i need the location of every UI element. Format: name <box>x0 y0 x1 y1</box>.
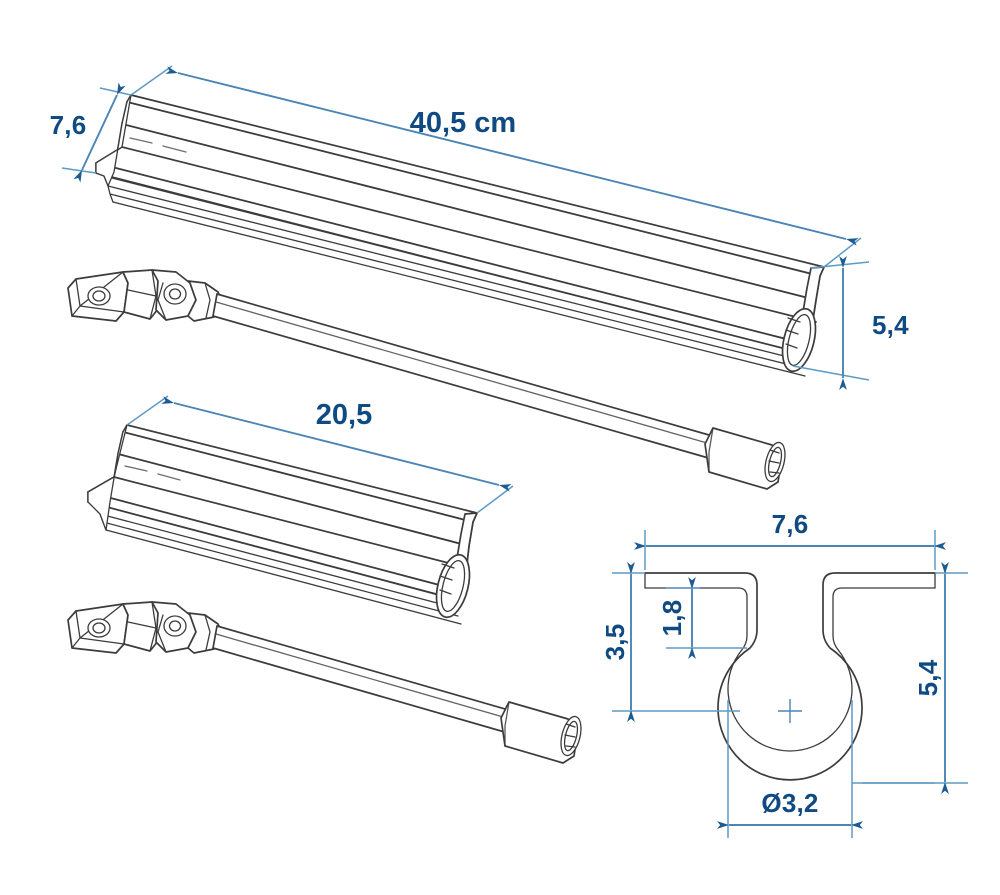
dim-ext-long-height-bottom <box>792 365 870 381</box>
long-extension-bar <box>67 269 786 490</box>
rail-seam-dash-a <box>129 137 153 144</box>
dim-label-section-left-height: 3,5 <box>600 624 630 661</box>
section-center-mark <box>778 699 802 723</box>
socket-hex-flutes-short <box>564 723 576 748</box>
view-short-assembly: 20,5 <box>67 395 582 764</box>
section-inner-contour <box>644 587 936 752</box>
dim-label-long-length: 40,5 cm <box>410 107 516 139</box>
uj-cross-fork-short <box>157 614 167 653</box>
uj-cross-fork-long <box>157 282 167 321</box>
uj-pivot-ring-inner-long <box>168 288 182 300</box>
rail2-left-endcap <box>87 424 128 531</box>
rail2-inner-strip-1 <box>99 513 457 609</box>
uj-drive-hole-inner-short <box>92 622 106 634</box>
dim-line-short-length <box>161 396 512 492</box>
dim-line-long-width <box>73 82 126 183</box>
dimension-section-bore: Ø3,2 <box>717 700 935 838</box>
socket-hex-flutes-long <box>768 449 780 474</box>
extension-shaft-highlight-long <box>215 301 715 446</box>
rail2-right-bore-inner <box>440 560 466 612</box>
dim-label-section-bore: Ø3,2 <box>761 788 818 818</box>
dim-label-section-right-height: 5,4 <box>913 659 943 696</box>
dimension-long-length: 40,5 cm <box>130 65 862 268</box>
view-long-assembly: 40,5 cm 7,6 5,4 <box>50 65 909 490</box>
dim-ext-short-length-left <box>126 395 169 426</box>
dim-label-section-inner-height: 1,8 <box>657 600 687 637</box>
dim-label-short-length: 20,5 <box>316 399 372 431</box>
dimension-long-width: 7,6 <box>50 82 132 183</box>
dimension-section-left-height: 3,5 <box>600 562 740 722</box>
dim-ext-long-length-left <box>130 65 173 96</box>
uj-yoke-facets-short <box>127 601 157 652</box>
section-outer-contour <box>644 572 936 781</box>
short-extension-bar <box>67 601 582 764</box>
section-profile-outline <box>644 572 936 781</box>
dim-label-long-width: 7,6 <box>50 110 87 140</box>
socket-collar-short <box>504 701 510 747</box>
rail2-inner-strip-2 <box>102 521 459 617</box>
dim-label-long-height: 5,4 <box>872 310 909 340</box>
dimension-short-length: 20,5 <box>126 395 514 514</box>
dimension-long-height: 5,4 <box>792 256 909 390</box>
rail-right-bore-inner <box>786 314 812 366</box>
extension-shaft-highlight-short <box>215 633 511 720</box>
uj-bell-seam-short <box>204 614 211 651</box>
uj-yoke-facets-long <box>127 269 157 320</box>
rail2-inner-strip-3 <box>105 529 462 625</box>
rail-right-bore-slot <box>785 317 801 349</box>
rail2-inner-strip-0 <box>95 503 453 599</box>
uj-bell-seam-long <box>204 282 211 319</box>
dim-line-long-length <box>165 66 859 246</box>
socket-collar-long <box>708 427 714 473</box>
uj-drive-hole-inner-long <box>92 290 106 302</box>
view-cross-section: 7,6 3,5 1,8 5,4 Ø3,2 <box>600 509 968 838</box>
uj-pivot-ring-inner-short <box>168 620 182 632</box>
uj-yoke-block-short <box>122 601 161 652</box>
dimension-section-width: 7,6 <box>634 509 946 570</box>
uj-yoke-block-long <box>122 269 161 320</box>
dim-label-section-width: 7,6 <box>772 509 809 539</box>
rail2-seam-dash-a <box>124 465 148 472</box>
rail2-right-bore-slot <box>439 563 455 595</box>
dimension-section-inner-height: 1,8 <box>657 577 747 659</box>
